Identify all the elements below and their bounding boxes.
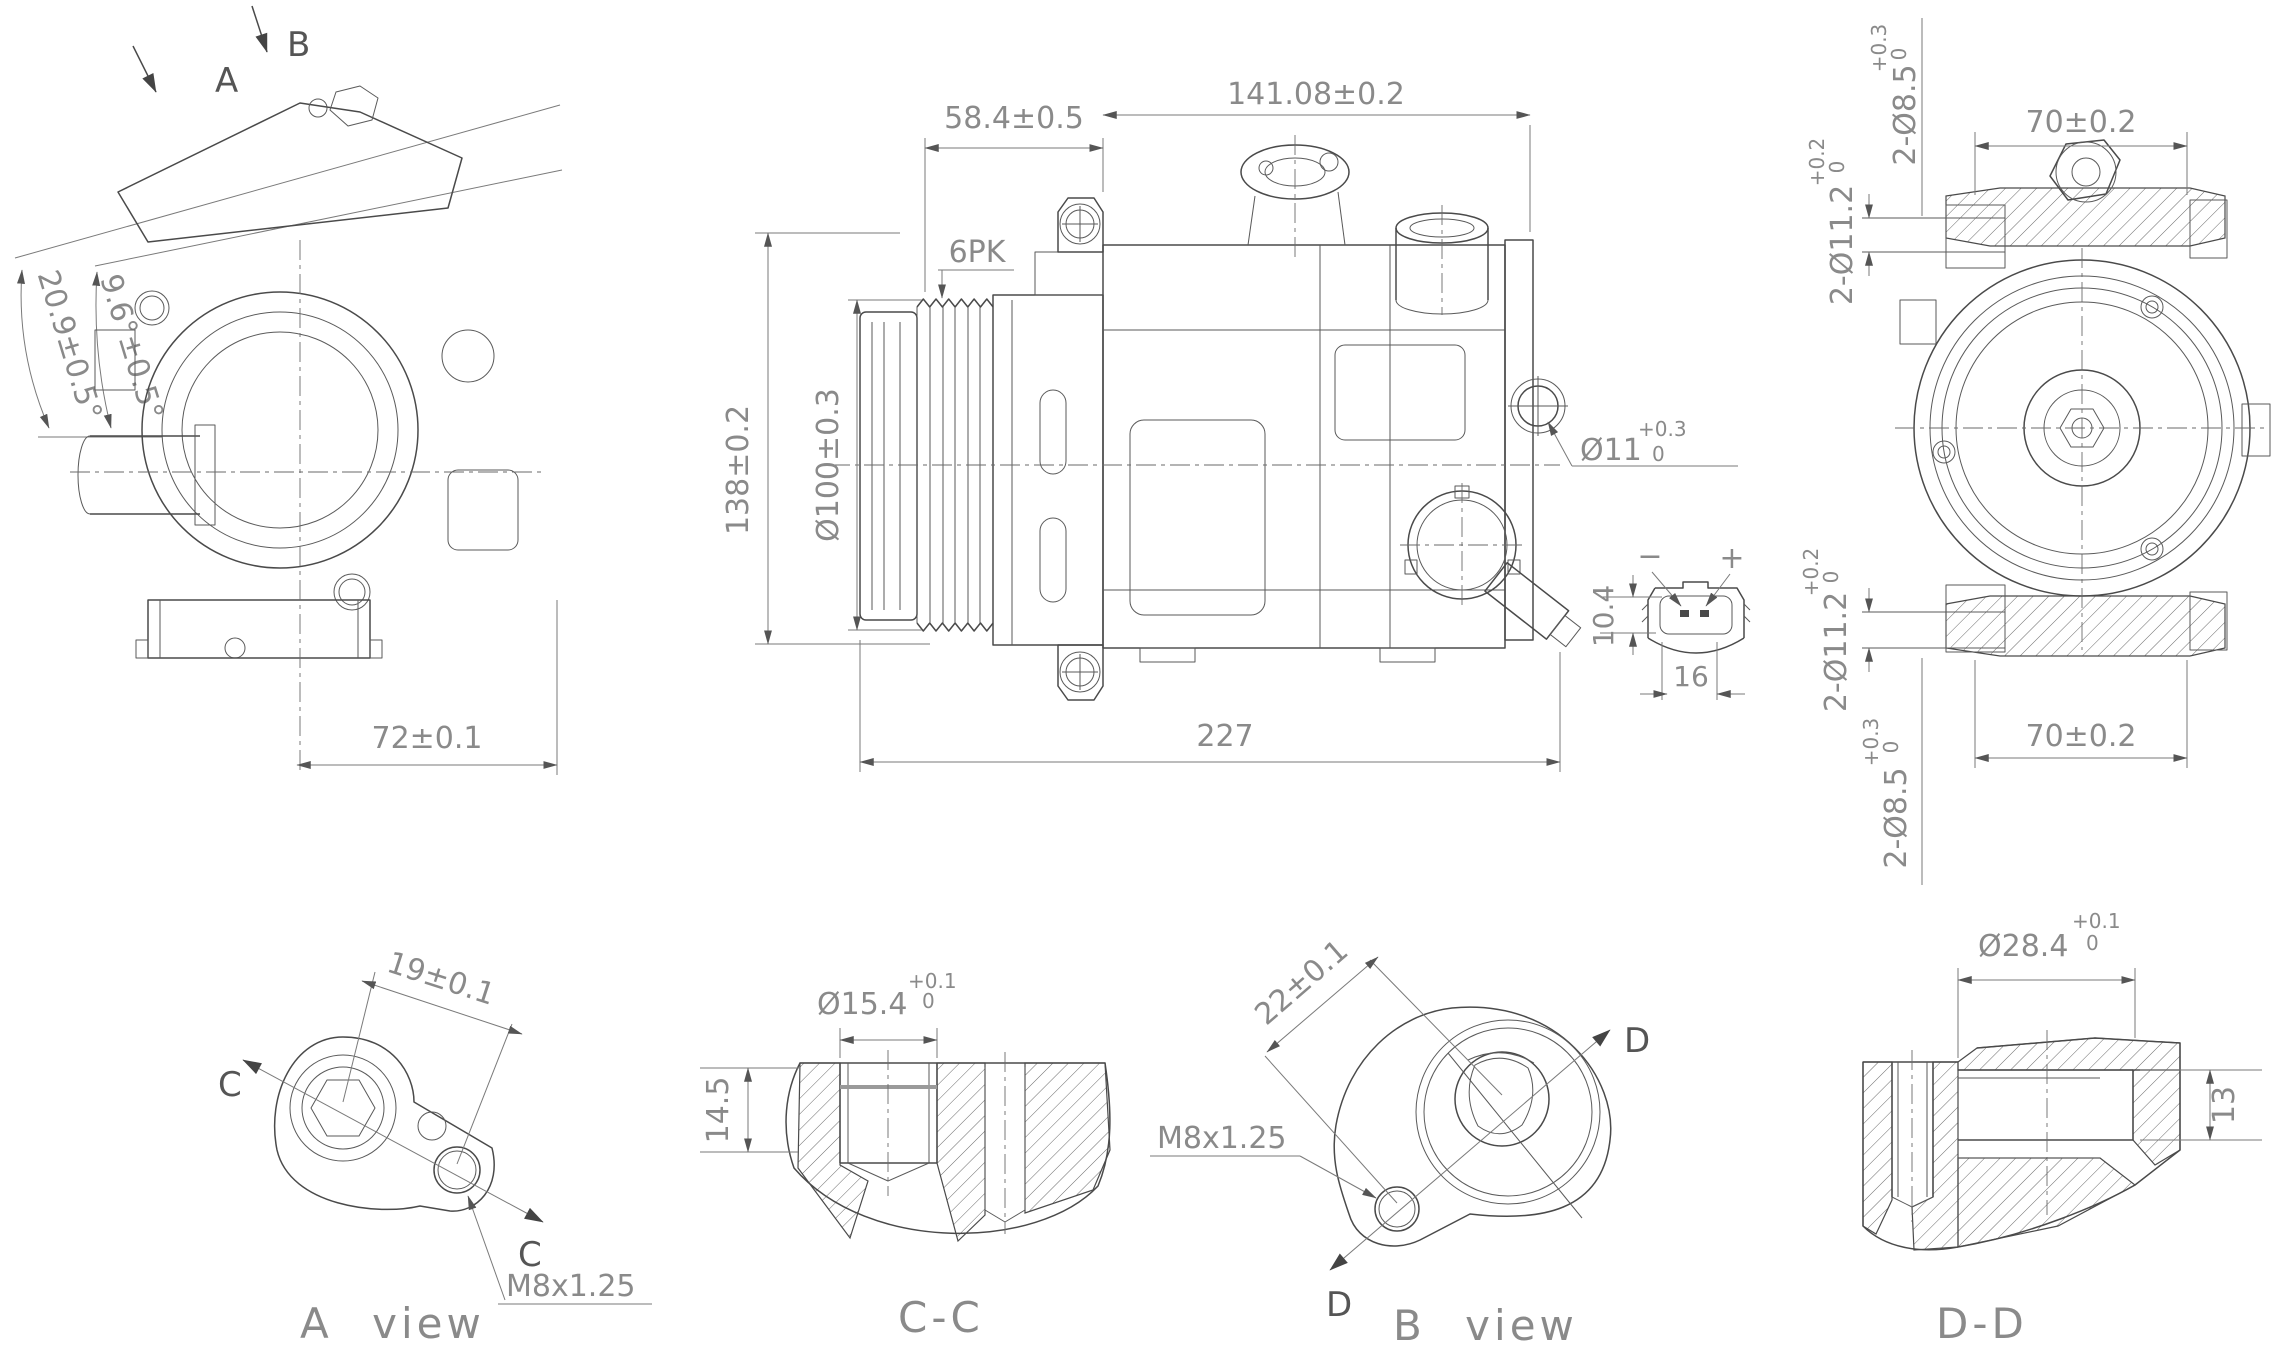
bottom-bolt-holes-dim: 2-Ø8.5 (1879, 767, 1914, 868)
side-view: 2-Ø8.5 +0.3 0 2-Ø11.2 +0.2 0 2-Ø11.2 +0.… (1799, 18, 2271, 885)
a-view-thread-label: M8x1.25 (506, 1269, 636, 1304)
height-dim: 138±0.2 (721, 405, 756, 535)
pulley-offset-dim: 58.4±0.5 (944, 101, 1084, 136)
dd-depth-dim: 13 (2207, 1086, 2242, 1124)
total-length-dim: 227 (1196, 719, 1253, 754)
a-view-caption: A view (300, 1299, 485, 1348)
coil-connector (1484, 561, 1582, 648)
section-label-c1: C (218, 1065, 242, 1105)
b-hole-spacing-dim: 22±0.1 (1248, 933, 1355, 1032)
section-line-dd (1329, 1029, 1611, 1271)
top-bolt-holes-tol-lower: 0 (1887, 48, 1911, 61)
connector-detail: − + 10.4 16 (1587, 539, 1751, 700)
mount-hole-dim: Ø11 (1580, 433, 1642, 468)
a-view: C C 19±0.1 M8x1.25 A view (218, 945, 652, 1348)
view-b-arrow-icon (251, 5, 268, 53)
section-label-d2: D (1326, 1285, 1352, 1325)
connector-height-dim: 10.4 (1587, 585, 1620, 647)
cc-bore-tol-lower: 0 (922, 989, 935, 1013)
polarity-minus-label: − (1637, 539, 1662, 574)
b-view: D D 22±0.1 M8x1.25 B view (1150, 933, 1650, 1350)
top-bush-holes-tol-upper: +0.2 (1805, 138, 1829, 187)
view-b-label: B (287, 25, 310, 65)
cc-section: Ø15.4 +0.1 0 14.5 C-C (700, 969, 1111, 1342)
mount-hole-tol-lower: 0 (1652, 442, 1665, 466)
dd-bore-tol-lower: 0 (2086, 931, 2099, 955)
side-bottom-width-dim: 70±0.2 (2025, 719, 2136, 754)
dd-bore-dim: Ø28.4 (1978, 929, 2068, 964)
b-view-caption: B view (1393, 1301, 1578, 1350)
bottom-bush-holes-tol-upper: +0.2 (1799, 548, 1823, 597)
side-top-width-dim: 70±0.2 (2025, 105, 2136, 140)
bottom-bolt-holes-tol-lower: 0 (1879, 741, 1903, 754)
cc-caption: C-C (898, 1293, 984, 1342)
view-a-arrow-icon (132, 45, 157, 93)
polarity-plus-label: + (1719, 541, 1744, 576)
belt-type-label: 6PK (949, 235, 1007, 270)
top-bush-holes-tol-lower: 0 (1825, 161, 1849, 174)
connector-width-dim: 16 (1673, 660, 1709, 693)
clutch-screws (1932, 295, 2164, 561)
bottom-bush-holes-tol-lower: 0 (1819, 571, 1843, 584)
top-bush-holes-dim: 2-Ø11.2 (1825, 185, 1860, 305)
base-width-dim: 72±0.1 (371, 721, 482, 756)
body-length-dim: 141.08±0.2 (1227, 77, 1405, 112)
cc-depth-dim: 14.5 (701, 1077, 736, 1144)
pulley-dia-dim: Ø100±0.3 (811, 388, 846, 542)
b-view-thread-label: M8x1.25 (1157, 1121, 1287, 1156)
section-label-d1: D (1624, 1021, 1650, 1061)
dd-bore-tol-upper: +0.1 (2072, 909, 2121, 933)
mount-hole-tol-upper: +0.3 (1638, 417, 1687, 441)
left-view-body (70, 85, 545, 772)
front-view: 58.4±0.5 141.08±0.2 138±0.2 Ø100±0.3 6PK… (721, 77, 1738, 772)
top-bolt-holes-tol-upper: +0.3 (1867, 24, 1891, 73)
view-direction-arrows: A B (132, 5, 310, 101)
hole-spacing-dim: 19±0.1 (383, 945, 499, 1013)
section-line-cc (242, 1059, 544, 1223)
bottom-bush-holes-dim: 2-Ø11.2 (1819, 592, 1854, 712)
dd-caption: D-D (1936, 1299, 2028, 1348)
dd-section: Ø28.4 +0.1 0 13 D-D (1862, 909, 2262, 1348)
view-a-label: A (215, 61, 238, 101)
bottom-bolt-holes-tol-upper: +0.3 (1859, 718, 1883, 767)
cc-bore-tol-upper: +0.1 (908, 969, 957, 993)
cc-bore-dim: Ø15.4 (817, 987, 907, 1022)
left-view: 20.9±0.5° 9.6°±0.5° (14, 85, 563, 775)
top-bolt-holes-dim: 2-Ø8.5 (1888, 64, 1923, 165)
connector-pin-minus (1680, 610, 1689, 617)
connector-pin-plus (1700, 610, 1709, 617)
section-label-c2: C (518, 1235, 542, 1275)
